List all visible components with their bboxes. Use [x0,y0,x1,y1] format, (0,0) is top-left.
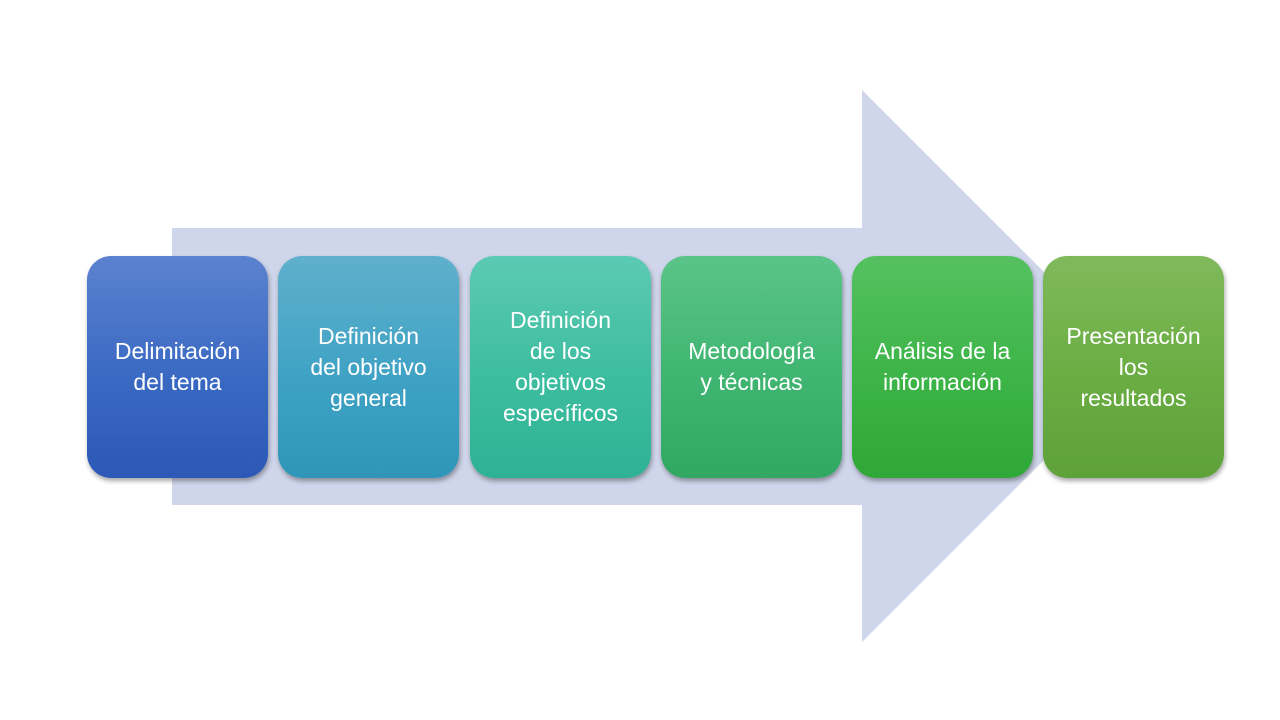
step-label: Definición del objetivo general [310,321,426,414]
step-analisis-de-la-informacion: Análisis de la información [852,256,1033,478]
arrow-shape [172,90,1138,642]
step-label-line: general [330,384,407,411]
step-label: Metodología y técnicas [688,336,815,398]
step-label-line: objetivos [515,369,606,395]
step-presentacion-resultados: Presentación los resultados [1043,256,1224,478]
step-label: Delimitación del tema [115,336,240,398]
step-label-line: Definición [510,307,611,333]
step-label-line: del objetivo [310,353,427,380]
step-label: Análisis de la información [875,336,1011,398]
step-definicion-objetivos-especificos: Definición de los objetivos específicos [470,256,651,478]
step-label-line: de los [529,338,592,364]
step-metodologia-y-tecnicas: Metodología y técnicas [661,256,842,478]
step-label-line: Presentación [1066,322,1201,349]
step-label-line: del tema [133,369,222,395]
step-label-line: Definición [317,322,419,349]
step-label: Presentación los resultados [1066,321,1200,414]
step-label-line: y técnicas [700,369,803,395]
step-definicion-objetivo-general: Definición del objetivo general [278,256,459,478]
step-delimitacion-del-tema: Delimitación del tema [87,256,268,478]
step-label-line: los [1118,353,1149,380]
step-label: Definición de los objetivos específicos [503,305,618,429]
step-label-line: información [883,369,1002,395]
step-label-line: resultados [1080,384,1187,411]
step-label-line: Metodología [688,338,815,364]
step-label-line: Delimitación [114,338,241,364]
step-label-line: Análisis de la [874,338,1011,364]
step-label-line: específicos [502,400,619,426]
